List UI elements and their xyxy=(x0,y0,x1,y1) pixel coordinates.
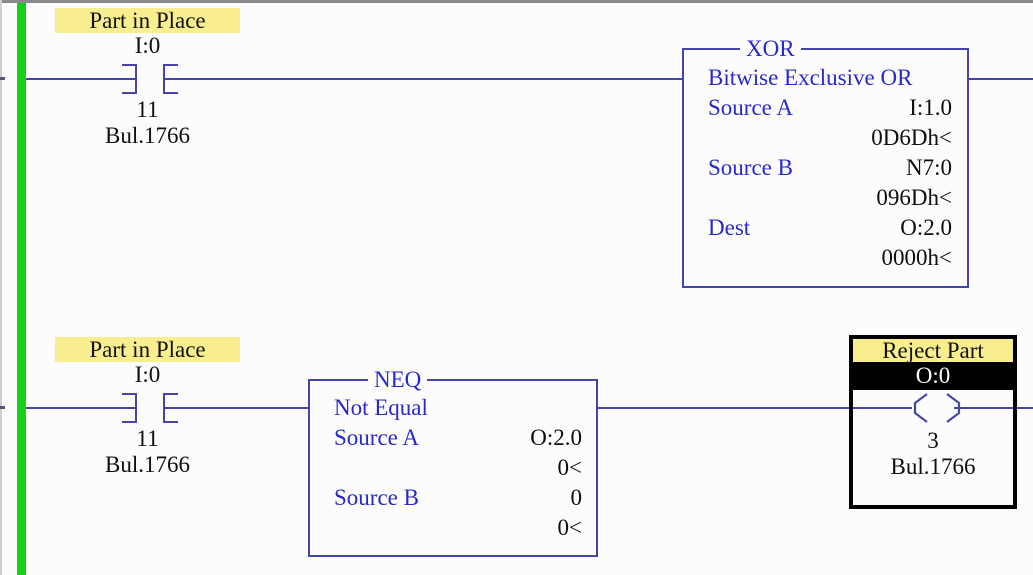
instruction-row: Source A I:1.0 xyxy=(708,93,952,123)
instruction-row: Dest O:2.0 xyxy=(708,213,952,243)
left-rail-stub xyxy=(0,77,5,80)
neq-instruction-block[interactable]: NEQ Not Equal Source A O:2.0 0< Source B… xyxy=(308,367,598,557)
row-value: O:2.0 xyxy=(530,425,582,450)
wire xyxy=(969,78,1033,80)
left-rail-stub xyxy=(0,406,5,409)
contact-comment[interactable]: Part in Place xyxy=(55,8,240,33)
power-rail xyxy=(17,3,26,575)
contact-comment[interactable]: Part in Place xyxy=(55,337,240,362)
row-label: Source B xyxy=(708,155,793,180)
wire xyxy=(26,407,136,409)
row-label: Source A xyxy=(708,95,793,120)
coil-symbol xyxy=(909,392,965,424)
contact-address: I:0 xyxy=(134,362,161,387)
contact-bit: 11 xyxy=(136,426,159,451)
row-value: 0000h< xyxy=(881,245,952,270)
pane-top-divider xyxy=(0,0,1033,3)
instruction-row: Source B N7:0 xyxy=(708,153,952,183)
xic-contact-symbol[interactable] xyxy=(122,393,178,423)
contact-right-bracket xyxy=(163,64,178,94)
row-label: Dest xyxy=(708,215,751,240)
contact-address: I:0 xyxy=(134,33,161,58)
wire xyxy=(26,78,136,80)
instruction-row: 0< xyxy=(334,453,582,483)
contact-left-bracket xyxy=(122,393,137,423)
row-label: Source A xyxy=(334,425,419,450)
wire xyxy=(164,407,308,409)
instruction-row: Source B 0 xyxy=(334,483,582,513)
wire xyxy=(164,78,682,80)
instruction-description: Bitwise Exclusive OR xyxy=(708,65,913,90)
instruction-row: 096Dh< xyxy=(708,183,952,213)
xor-instruction-block[interactable]: XOR Bitwise Exclusive OR Source A I:1.0 … xyxy=(682,36,969,288)
contact-bit: 11 xyxy=(136,97,159,122)
wire xyxy=(954,407,1033,409)
wire xyxy=(598,407,912,409)
instruction-mnemonic: NEQ xyxy=(368,367,428,393)
instruction-row: Source A O:2.0 xyxy=(334,423,582,453)
output-comment: Reject Part xyxy=(853,339,1013,362)
contact-device: Bul.1766 xyxy=(105,123,190,148)
instruction-row: 0< xyxy=(334,513,582,543)
contact-left-bracket xyxy=(122,64,137,94)
output-address: O:0 xyxy=(853,362,1013,390)
contact-device: Bul.1766 xyxy=(105,452,190,477)
row-value: 0< xyxy=(557,515,582,540)
row-label: Source B xyxy=(334,485,419,510)
instruction-mnemonic: XOR xyxy=(740,36,801,62)
output-bit: 3 xyxy=(927,428,939,453)
output-device: Bul.1766 xyxy=(890,454,976,479)
row-value: 0< xyxy=(557,455,582,480)
row-value: 0D6Dh< xyxy=(871,125,952,150)
pane-left-edge xyxy=(0,0,2,575)
row-value: I:1.0 xyxy=(909,95,952,120)
row-value: 096Dh< xyxy=(876,185,952,210)
instruction-row: 0D6Dh< xyxy=(708,123,952,153)
row-value: N7:0 xyxy=(906,155,952,180)
contact-right-bracket xyxy=(163,393,178,423)
instruction-row: 0000h< xyxy=(708,243,952,273)
ote-output-reject-part[interactable]: Reject Part O:0 3 Bul.1766 xyxy=(849,335,1017,509)
instruction-description: Not Equal xyxy=(334,395,428,420)
row-value: O:2.0 xyxy=(900,215,952,240)
xic-contact-symbol[interactable] xyxy=(122,64,178,94)
row-value: 0 xyxy=(570,485,583,510)
